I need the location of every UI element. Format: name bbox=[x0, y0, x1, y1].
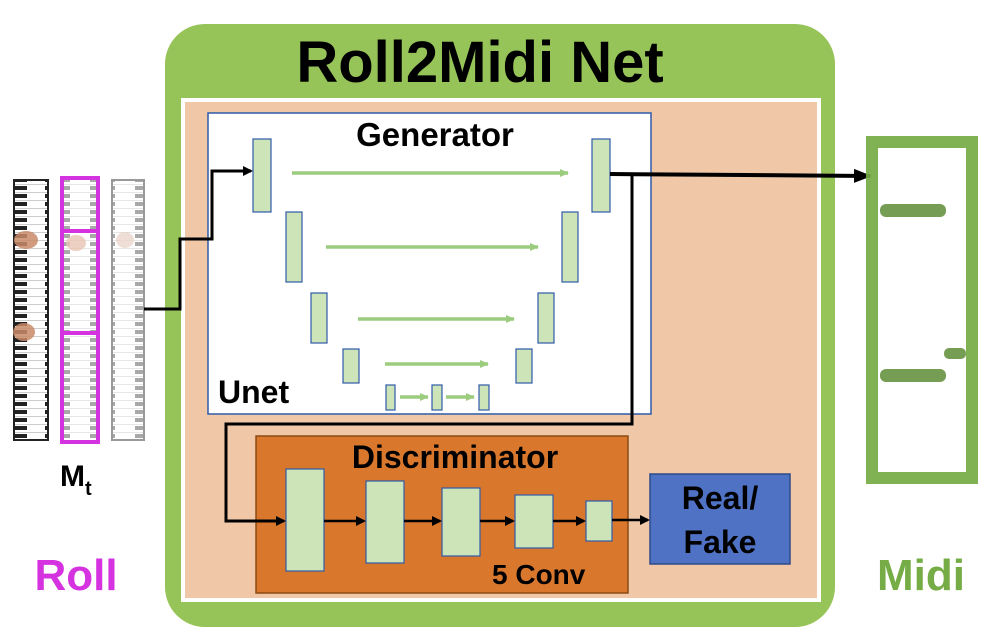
decoder-block-4 bbox=[515, 348, 533, 384]
real-fake-box bbox=[649, 473, 791, 565]
network-title: Roll2Midi Net bbox=[296, 30, 663, 95]
real-fake-line1: Real/ bbox=[682, 480, 759, 516]
conv-block-1 bbox=[285, 468, 325, 572]
hand-shape-2 bbox=[13, 323, 35, 341]
generator-box bbox=[207, 112, 652, 415]
midi-output bbox=[866, 136, 978, 484]
unet-blocks bbox=[252, 138, 611, 411]
midi-label: Midi bbox=[877, 551, 965, 600]
real-fake-line2: Fake bbox=[684, 524, 757, 560]
conv-blocks bbox=[285, 468, 613, 572]
roll-frame-1 bbox=[13, 179, 49, 441]
roll-label: Roll bbox=[34, 551, 117, 600]
encoder-block-2 bbox=[285, 211, 303, 283]
encoder-block-3 bbox=[310, 292, 328, 344]
midi-frame bbox=[866, 136, 978, 484]
encoder-block-1 bbox=[252, 138, 272, 213]
generator-to-midi-arrow bbox=[609, 168, 872, 183]
midi-note-3 bbox=[880, 369, 946, 382]
mt-symbol-subscript: t bbox=[85, 478, 92, 500]
bottleneck-block-3 bbox=[478, 384, 490, 411]
mt-symbol: Mt bbox=[60, 460, 92, 500]
hand-shape-3 bbox=[66, 235, 86, 251]
midi-note-2 bbox=[944, 348, 966, 359]
roll-frame-3 bbox=[111, 179, 145, 441]
discriminator-label: Discriminator bbox=[352, 439, 558, 475]
conv-arrows bbox=[324, 515, 650, 526]
unet-label: Unet bbox=[218, 374, 289, 410]
decoder-block-2 bbox=[561, 211, 579, 283]
bottleneck-block-2 bbox=[431, 384, 443, 411]
generator-label: Generator bbox=[356, 116, 514, 153]
mt-symbol-main: M bbox=[60, 460, 85, 493]
skip-connections bbox=[292, 169, 569, 401]
encoder-block-4 bbox=[342, 348, 360, 384]
conv-block-3 bbox=[441, 487, 481, 557]
conv-count-label: 5 Conv bbox=[492, 559, 586, 590]
decoder-block-1 bbox=[591, 138, 611, 213]
roll-input bbox=[13, 176, 145, 444]
conv-block-2 bbox=[365, 480, 405, 564]
conv-block-4 bbox=[514, 494, 554, 549]
hand-shape-1 bbox=[14, 231, 38, 249]
midi-note-1 bbox=[880, 204, 946, 217]
roll-frame-2 bbox=[60, 176, 100, 444]
generator-to-discriminator-arrow bbox=[224, 174, 634, 526]
input-to-generator-arrow bbox=[144, 166, 253, 311]
hand-shape-4 bbox=[116, 232, 134, 248]
conv-block-5 bbox=[585, 500, 613, 542]
decoder-block-3 bbox=[537, 292, 555, 344]
bottleneck-block-1 bbox=[385, 384, 396, 411]
